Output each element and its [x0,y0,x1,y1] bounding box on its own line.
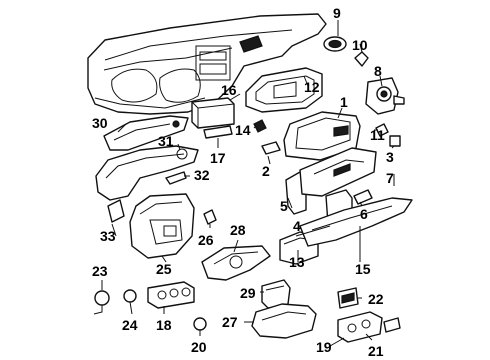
callout-labels: 9 10 8 12 16 1 11 14 30 31 17 2 3 32 7 5… [92,5,394,359]
part-19-climate-control [337,311,401,343]
callout-2: 2 [262,163,270,179]
callout-17: 17 [210,150,226,166]
callout-7: 7 [386,170,394,186]
callout-24: 24 [122,317,138,333]
callout-21: 21 [368,343,384,359]
callout-20: 20 [191,339,207,355]
part-15-long-duct [299,197,413,247]
dashboard-assembly [87,13,327,115]
callout-5: 5 [280,198,288,214]
callout-18: 18 [156,317,172,333]
part-22-switch [337,287,359,309]
part-26-clip [203,209,217,225]
callout-33: 33 [100,228,116,244]
part-3-switch [389,135,401,147]
part-7-glovebox-door [299,147,377,197]
part-24-knob [123,289,137,303]
part-8-ignition-switch [365,77,405,115]
callout-29: 29 [240,285,256,301]
callout-31: 31 [158,133,174,149]
callout-9: 9 [333,5,341,21]
callout-16: 16 [221,82,237,98]
part-31-lower-trim [95,145,199,201]
part-18-control-panel [147,281,195,309]
part-16-radio-box [191,97,235,129]
callout-19: 19 [316,339,332,355]
callout-26: 26 [198,232,214,248]
callout-12: 12 [304,79,320,95]
callout-32: 32 [194,167,210,183]
part-12-cluster-bezel [245,67,323,113]
callout-23: 23 [92,263,108,279]
part-33-trim [107,199,125,223]
part-32-vent [165,171,187,185]
callout-27: 27 [222,314,238,330]
callout-14: 14 [235,122,251,138]
part-25-lower-panel [129,193,195,259]
callout-4: 4 [293,218,301,234]
part-11-clip [375,123,389,137]
part-17-bracket [203,125,233,139]
callout-10: 10 [352,37,368,53]
part-14-clip [253,119,267,133]
callout-1: 1 [340,94,348,110]
leader-lines [101,20,395,347]
callout-15: 15 [355,261,371,277]
callout-8: 8 [374,63,382,79]
callout-3: 3 [386,149,394,165]
part-20-knob [193,317,207,331]
part-10-bulb [354,51,369,67]
part-28-bracket [201,245,271,281]
callout-13: 13 [289,254,305,270]
callout-28: 28 [230,222,246,238]
callout-25: 25 [156,261,172,277]
callout-22: 22 [368,291,384,307]
part-30-knee-bolster [103,115,189,151]
part-27-cupholder [251,303,317,339]
callout-11: 11 [370,127,385,143]
callout-30: 30 [92,115,108,131]
part-2-switch [261,141,281,155]
part-6-bracket [353,189,373,205]
callout-6: 6 [360,206,368,222]
part-23-connector [93,290,110,315]
part-9-knob [323,36,347,52]
